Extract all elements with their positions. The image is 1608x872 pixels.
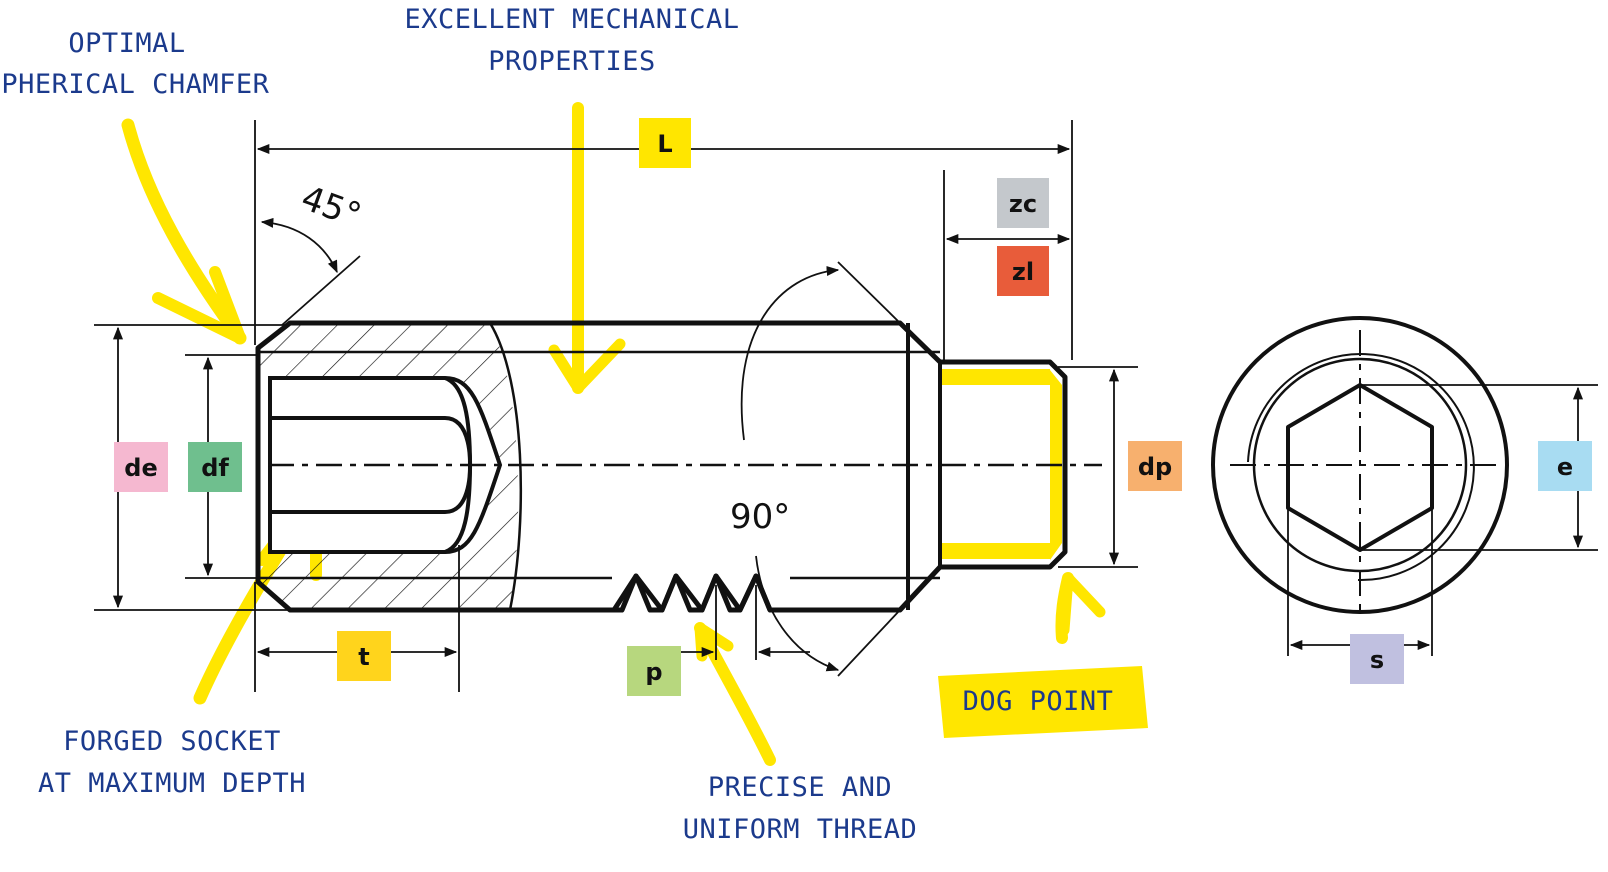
dimension-badge-bg	[997, 246, 1049, 296]
dimension-badge-de: de	[114, 442, 168, 492]
screw-body	[255, 320, 1102, 613]
dimension-badge-p: p	[627, 646, 681, 696]
dimension-badge-bg	[997, 178, 1049, 228]
chamfer-note-line2: SPHERICAL CHAMFER	[0, 69, 270, 100]
dimension-badge-bg	[1350, 634, 1404, 684]
dimension-label-e: e	[1557, 453, 1573, 481]
dimension-badge-bg	[188, 442, 242, 492]
dimension-label-zc: zc	[1009, 190, 1037, 218]
dimension-badge-df: df	[188, 442, 242, 492]
dimension-label-de: de	[124, 454, 157, 482]
dimension-badge-dp: dp	[1128, 441, 1182, 491]
angle-45-label: 45°	[296, 178, 366, 236]
dimension-badges: Lzc zl de df dp e t p s	[114, 118, 1592, 696]
dimension-badge-bg	[1538, 441, 1592, 491]
thread-note-line1: PRECISE AND	[708, 772, 892, 803]
dimension-badge-zc: zc	[997, 178, 1049, 228]
dimension-label-df: df	[201, 454, 229, 482]
end-view-outer-circle	[1211, 316, 1509, 614]
mechanical-note-line2: PROPERTIES	[488, 46, 656, 77]
angle-90-label: 90°	[730, 497, 790, 537]
highlight-arrows	[121, 102, 1148, 766]
dimension-label-p: p	[645, 658, 662, 686]
annotations: OPTIMAL SPHERICAL CHAMFER EXCELLENT MECH…	[0, 4, 1113, 845]
dimension-label-L: L	[657, 130, 672, 158]
chamfer-note-line1: OPTIMAL	[68, 28, 185, 59]
thread-arrow-highlight	[694, 622, 776, 766]
dimension-label-dp: dp	[1138, 453, 1172, 481]
dimension-badge-zl: zl	[997, 246, 1049, 296]
dimension-badge-s: s	[1350, 634, 1404, 684]
thread-note-line2: UNIFORM THREAD	[683, 814, 918, 845]
dimension-label-s: s	[1370, 646, 1384, 674]
mechanical-note-line1: EXCELLENT MECHANICAL	[404, 4, 739, 35]
dogpoint-note: DOG POINT	[963, 686, 1114, 717]
socket-note-line2: AT MAXIMUM DEPTH	[38, 768, 306, 799]
dimension-label-zl: zl	[1012, 258, 1034, 286]
dimension-badge-bg	[639, 118, 691, 168]
dimension-badge-L: L	[639, 118, 691, 168]
dimension-badge-bg	[627, 646, 681, 696]
dimension-badge-bg	[337, 631, 391, 681]
chamfer-arrow-highlight	[121, 118, 247, 345]
end-view	[1211, 316, 1598, 656]
dogpoint-brush	[938, 666, 1148, 738]
dimension-badge-bg	[1128, 441, 1182, 491]
dimension-badge-t: t	[337, 631, 391, 681]
socket-note-line1: FORGED SOCKET	[63, 726, 281, 757]
dimension-badge-e: e	[1538, 441, 1592, 491]
dimension-badge-bg	[114, 442, 168, 492]
dimension-label-t: t	[358, 643, 369, 671]
